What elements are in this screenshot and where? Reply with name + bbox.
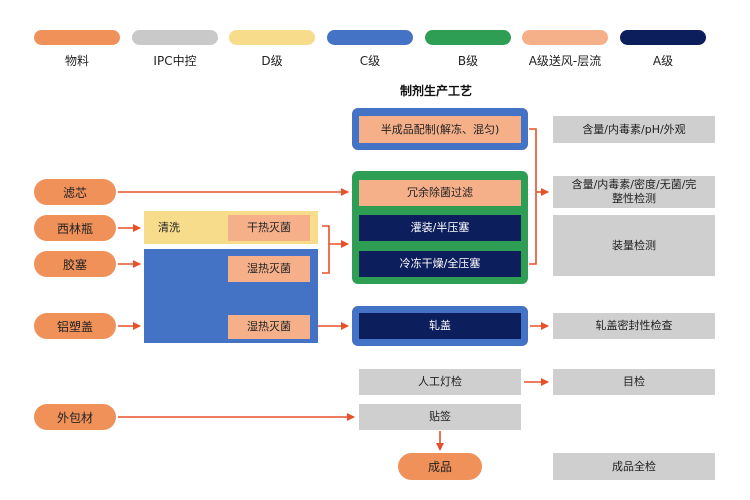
process-redundant-sterile-filtration: 冗余除菌过滤 bbox=[359, 180, 521, 206]
process-dry-heat-sterilization: 干热灭菌 bbox=[228, 215, 310, 241]
legend-swatch-grade-c bbox=[327, 30, 413, 45]
legend-swatch-ipc bbox=[132, 30, 218, 45]
ipc-compounding-check: 含量/内毒素/pH/外观 bbox=[553, 116, 715, 143]
process-filling: 灌装/半压塞 bbox=[359, 215, 521, 241]
ipc-cap-seal-check: 轧盖密封性检查 bbox=[553, 313, 715, 339]
legend-label-grade-a-laminar: A级送风-层流 bbox=[528, 54, 602, 68]
process-labeling: 贴签 bbox=[359, 404, 521, 430]
process-wash: 清洗 bbox=[158, 221, 180, 234]
material-stopper: 胶塞 bbox=[34, 251, 116, 277]
legend-swatch-material bbox=[34, 30, 120, 45]
legend-swatch-grade-a bbox=[620, 30, 706, 45]
ipc-fill-volume-check: 装量检测 bbox=[553, 215, 715, 276]
ipc-filtration-check: 含量/内毒素/密度/无菌/完整性检测 bbox=[553, 176, 715, 208]
diagram-title: 制剂生产工艺 bbox=[400, 84, 473, 98]
legend-swatch-grade-a-laminar bbox=[522, 30, 608, 45]
legend-label-grade-c: C级 bbox=[359, 54, 381, 68]
ipc-visual-check: 目检 bbox=[553, 369, 715, 395]
process-moist-heat-sterilization-stopper: 湿热灭菌 bbox=[228, 256, 310, 282]
ipc-final-product-test: 成品全检 bbox=[553, 453, 715, 480]
material-vial: 西林瓶 bbox=[34, 215, 116, 241]
process-capping: 轧盖 bbox=[359, 313, 521, 339]
process-compounding: 半成品配制(解冻、混匀) bbox=[359, 116, 521, 143]
legend-label-material: 物料 bbox=[64, 54, 89, 68]
process-moist-heat-sterilization-cap: 湿热灭菌 bbox=[228, 315, 310, 339]
legend-label-grade-a: A级 bbox=[652, 54, 674, 68]
legend-label-ipc: IPC中控 bbox=[153, 54, 197, 68]
legend-label-grade-d: D级 bbox=[261, 54, 283, 68]
legend-swatch-grade-d bbox=[229, 30, 315, 45]
process-visual-inspection: 人工灯检 bbox=[359, 369, 521, 395]
process-lyophilization: 冷冻干燥/全压塞 bbox=[359, 251, 521, 277]
legend-swatch-grade-b bbox=[425, 30, 511, 45]
finished-product: 成品 bbox=[398, 453, 482, 480]
legend-label-grade-b: B级 bbox=[457, 54, 479, 68]
material-outer-pack: 外包材 bbox=[34, 404, 116, 430]
material-filter: 滤芯 bbox=[34, 179, 116, 205]
material-cap: 铝塑盖 bbox=[34, 313, 116, 339]
bracket-sterilization bbox=[322, 225, 330, 274]
bracket-ipc bbox=[529, 128, 537, 265]
